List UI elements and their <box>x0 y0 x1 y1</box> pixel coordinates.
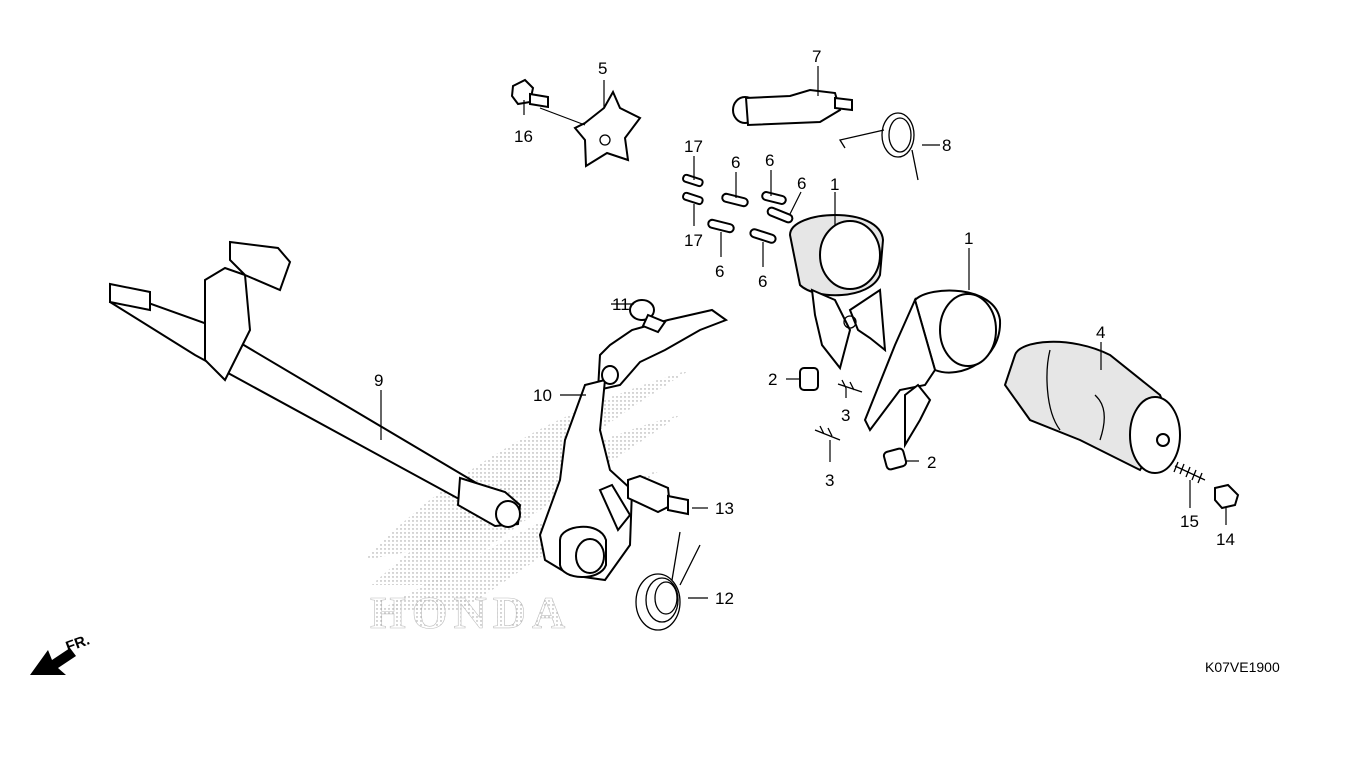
callout-17-bottom[interactable]: 17 <box>684 231 703 250</box>
callout-10[interactable]: 10 <box>533 386 552 405</box>
bolt-16[interactable] <box>510 78 549 109</box>
callout-4[interactable]: 4 <box>1096 323 1105 342</box>
callout-7[interactable]: 7 <box>812 47 821 66</box>
drawing-code: K07VE1900 <box>1205 659 1280 675</box>
stopper-arm[interactable] <box>732 88 853 127</box>
callout-5[interactable]: 5 <box>598 59 607 78</box>
gearshift-arm[interactable] <box>538 308 729 582</box>
callout-17-top[interactable]: 17 <box>684 137 703 156</box>
leader-lines <box>380 66 1227 599</box>
callout-6-d[interactable]: 6 <box>715 262 724 281</box>
stopper-spring[interactable] <box>838 112 919 181</box>
callout-11[interactable]: 11 <box>612 295 630 314</box>
callout-6-a[interactable]: 6 <box>731 153 740 172</box>
callout-9[interactable]: 9 <box>374 371 383 390</box>
drum-pin[interactable] <box>1214 483 1240 510</box>
callout-1-left[interactable]: 1 <box>830 175 839 194</box>
spring-clips[interactable] <box>814 379 863 441</box>
callout-6-e[interactable]: 6 <box>758 272 767 291</box>
shift-fork-right[interactable] <box>863 289 1002 449</box>
callout-1-right[interactable]: 1 <box>964 229 973 248</box>
callout-16[interactable]: 16 <box>514 127 533 146</box>
drum-stopper-plate[interactable] <box>573 89 642 168</box>
bolt-11[interactable] <box>629 299 667 334</box>
callout-6-c[interactable]: 6 <box>797 174 806 193</box>
callout-3-upper[interactable]: 3 <box>841 406 850 425</box>
callout-6-b[interactable]: 6 <box>765 151 774 170</box>
callout-13[interactable]: 13 <box>715 499 734 518</box>
watermark-text: HONDA <box>370 587 571 638</box>
callout-3-lower[interactable]: 3 <box>825 471 834 490</box>
callout-labels: 5 16 7 8 17 17 6 6 6 6 6 1 1 4 11 9 10 2… <box>374 47 1235 608</box>
drum-spring[interactable] <box>1173 461 1206 484</box>
front-direction-arrow: FR. <box>30 632 92 675</box>
callout-2-left[interactable]: 2 <box>768 370 777 389</box>
callout-14[interactable]: 14 <box>1216 530 1235 549</box>
callout-8[interactable]: 8 <box>942 136 951 155</box>
callout-15[interactable]: 15 <box>1180 512 1199 531</box>
shift-spindle-shaft[interactable] <box>108 240 522 528</box>
shift-fork-left[interactable] <box>788 214 887 371</box>
front-marker-text: FR. <box>64 632 93 656</box>
guide-pins[interactable] <box>799 367 908 471</box>
bolt-13[interactable] <box>627 474 689 516</box>
callout-12[interactable]: 12 <box>715 589 734 608</box>
shift-drum[interactable] <box>1003 340 1181 474</box>
return-spring[interactable] <box>635 531 701 631</box>
callout-2-right[interactable]: 2 <box>927 453 936 472</box>
